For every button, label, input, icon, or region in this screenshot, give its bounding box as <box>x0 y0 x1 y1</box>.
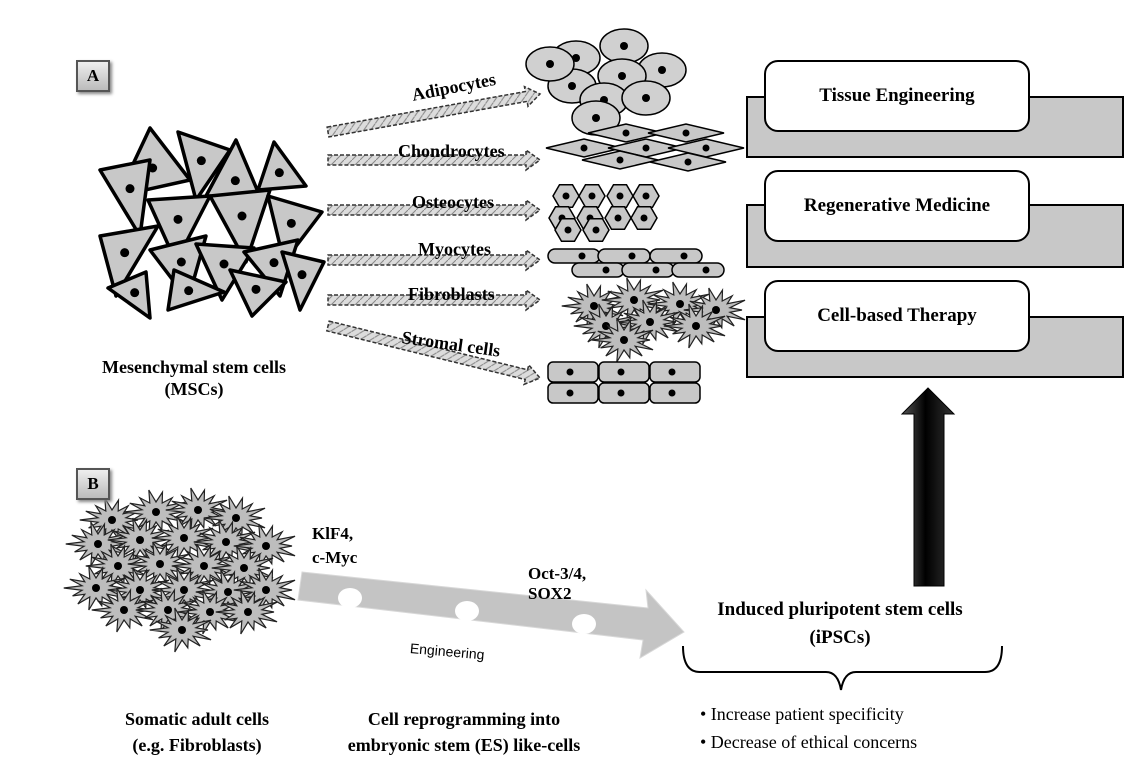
panel-b-tag: B <box>76 468 110 500</box>
ipsc-caption: Induced pluripotent stem cells (iPSCs) <box>670 596 1010 652</box>
fibroblast-cells <box>561 277 746 363</box>
reprogramming-caption: Cell reprogramming into embryonic stem (… <box>314 706 614 758</box>
factors-klf4-cmyc: KlF4, c-Myc <box>312 522 357 570</box>
factor-oct34: Oct-3/4, <box>528 564 587 583</box>
differentiation-arrow <box>327 288 542 312</box>
myocyte <box>621 262 675 278</box>
stromal-cells <box>547 361 701 404</box>
somatic-caption-line1: Somatic adult cells <box>125 709 269 729</box>
ipsc-brace <box>682 645 1003 691</box>
msc-cell <box>98 224 160 298</box>
reprogramming-caption-line2: embryonic stem (ES) like-cells <box>347 735 581 755</box>
factor-cmyc: c-Myc <box>312 548 358 567</box>
msc-cell <box>166 268 226 312</box>
msc-cell <box>256 140 308 192</box>
msc-caption: Mesenchymal stem cells (MSCs) <box>80 356 308 400</box>
msc-cell-cluster <box>98 126 326 320</box>
adipocyte-cells <box>525 28 687 136</box>
myocyte <box>547 248 601 264</box>
upward-arrow <box>900 387 956 587</box>
msc-caption-line2: (MSCs) <box>164 379 224 399</box>
differentiation-arrow <box>327 248 542 272</box>
app-box-tissue-engineering: Tissue Engineering <box>764 60 1030 132</box>
myocyte <box>649 248 703 264</box>
benefit-patient-specificity: • Increase patient specificity <box>700 704 904 724</box>
lineage-label-osteocytes: Osteocytes <box>412 192 494 212</box>
app-box-regenerative-medicine: Regenerative Medicine <box>764 170 1030 242</box>
panel-a-tag: A <box>76 60 110 92</box>
differentiation-arrow <box>326 85 542 138</box>
msc-cell <box>208 188 272 264</box>
osteocyte-cells <box>548 183 660 243</box>
msc-cell <box>146 194 212 264</box>
somatic-cell-cluster <box>63 487 296 653</box>
myocyte <box>571 262 625 278</box>
msc-cell <box>280 250 326 312</box>
factors-oct-sox2: Oct-3/4, SOX2 <box>528 564 586 604</box>
myocyte <box>671 262 725 278</box>
lineage-label-myocytes: Myocytes <box>418 239 491 259</box>
factor-klf4: KlF4, <box>312 524 354 543</box>
differentiation-arrow <box>327 148 542 172</box>
somatic-caption: Somatic adult cells (e.g. Fibroblasts) <box>86 706 308 758</box>
ipsc-caption-line2: (iPSCs) <box>809 627 871 648</box>
factor-sox2: SOX2 <box>528 584 572 603</box>
chondrocyte-cells <box>545 123 745 172</box>
differentiation-arrow <box>325 320 542 386</box>
somatic-caption-line2: (e.g. Fibroblasts) <box>132 735 262 755</box>
msc-caption-line1: Mesenchymal stem cells <box>102 357 286 377</box>
msc-cell <box>106 270 152 320</box>
ipsc-caption-line1: Induced pluripotent stem cells <box>717 599 963 620</box>
differentiation-arrows <box>325 85 542 386</box>
myocyte <box>597 248 651 264</box>
differentiation-arrow <box>327 198 542 222</box>
reprogramming-arrow <box>297 571 685 659</box>
myocyte-cells <box>547 248 725 278</box>
reprogramming-caption-line1: Cell reprogramming into <box>367 709 561 729</box>
app-box-cell-based-therapy: Cell-based Therapy <box>764 280 1030 352</box>
lineage-label-chondrocytes: Chondrocytes <box>398 141 505 161</box>
msc-cell <box>98 158 152 238</box>
benefit-ethical-concerns: • Decrease of ethical concerns <box>700 732 918 752</box>
lineage-label-fibroblasts: Fibroblasts <box>408 284 495 304</box>
msc-cell <box>176 130 232 202</box>
